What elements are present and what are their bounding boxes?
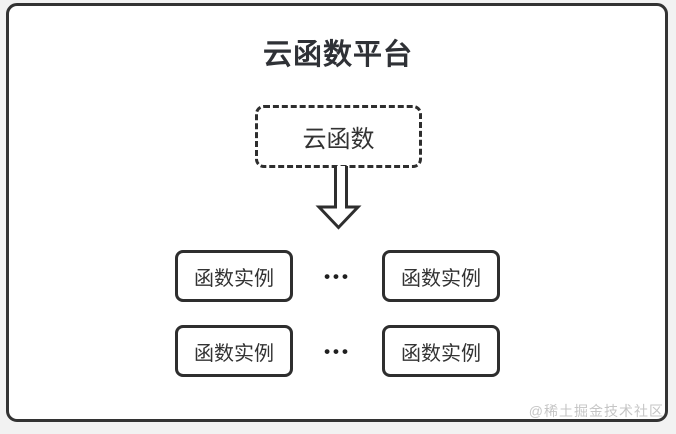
ellipsis-dots: ••• [324,267,351,286]
function-instance-node: 函数实例 [381,325,500,377]
function-instance-node: 函数实例 [175,250,293,302]
cloud-function-node: 云函数 [255,105,422,168]
function-instance-label: 函数实例 [400,342,481,365]
function-instance-label: 函数实例 [194,342,274,365]
instance-row-1: 函数实例 ••• 函数实例 [175,250,500,302]
watermark: @稀土掘金技术社区 [528,403,664,419]
function-instance-node: 函数实例 [381,250,500,302]
function-instance-node: 函数实例 [175,325,293,377]
down-arrow-icon [315,166,362,230]
function-instance-label: 函数实例 [194,267,274,290]
ellipsis-dots: ••• [324,342,351,361]
function-instance-label: 函数实例 [400,267,481,290]
diagram-title: 云函数平台 [262,39,413,71]
cloud-function-label: 云函数 [302,126,375,153]
instance-row-2: 函数实例 ••• 函数实例 [175,325,500,377]
